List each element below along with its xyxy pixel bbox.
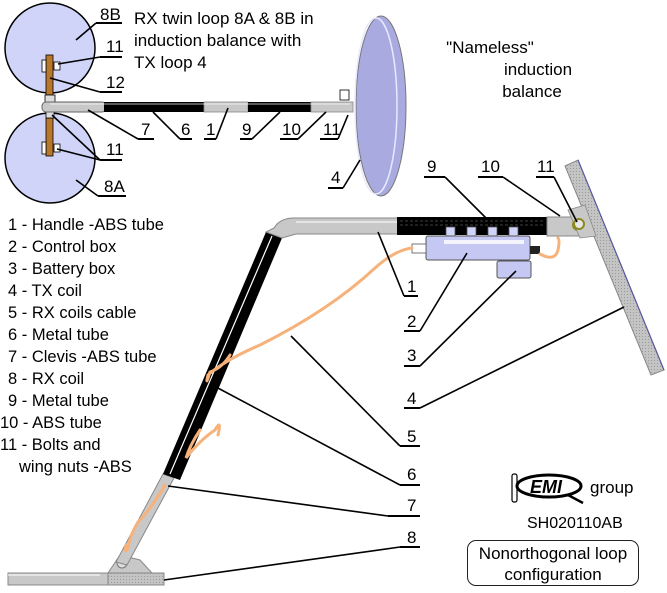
detector-side-view — [7, 159, 665, 586]
callout-8b: 8B — [100, 5, 121, 24]
tx-mount-bolt — [339, 89, 350, 101]
legend-item: 11 - Bolts and — [0, 436, 101, 454]
rx-title-line-1: RX twin loop 8A & 8B in — [134, 9, 314, 28]
shaft-metal-6 — [163, 232, 282, 480]
rx-title: RX twin loop 8A & 8B in induction balanc… — [134, 9, 314, 72]
callout-1: 1 — [206, 120, 215, 139]
nameless-title: "Nameless" induction balance — [446, 38, 572, 101]
callout-11-upper: 11 — [106, 37, 124, 56]
callout-4-top: 4 — [331, 168, 340, 187]
callout-9-main: 9 — [427, 157, 436, 176]
callout-8-main: 8 — [407, 528, 416, 547]
legend-item: wing nuts -ABS — [18, 458, 132, 476]
knob-1 — [445, 226, 456, 237]
logo-lens-icon — [515, 473, 583, 499]
legend-item: 3 - Battery box — [8, 260, 116, 278]
rx-title-line-3: TX loop 4 — [134, 53, 207, 72]
nameless-title-line-1: "Nameless" — [446, 38, 534, 57]
legend-item: 6 - Metal tube — [8, 326, 109, 344]
legend-item: 2 - Control box — [8, 238, 117, 256]
callout-5-main: 5 — [407, 427, 416, 446]
callout-4-main: 4 — [407, 389, 416, 408]
callout-11-lower: 11 — [106, 140, 124, 159]
logo-emi-text: EMI — [530, 477, 563, 497]
tx-coil-edge — [354, 17, 398, 195]
rx-title-line-2: induction balance with — [134, 31, 301, 50]
control-box-connector — [411, 243, 427, 254]
caption-box: Nonorthogonal loop configuration — [467, 540, 639, 586]
logo-group-text: group — [590, 478, 633, 497]
knob-2 — [466, 226, 477, 237]
shaft-metal-6 — [104, 102, 204, 112]
legend-item: 7 - Clevis -ABS tube — [8, 348, 157, 366]
top-callouts: 8B 11 12 11 8A 7 6 1 9 10 11 4 — [49, 5, 361, 197]
bolt-lower — [41, 141, 47, 155]
callout-11-main: 11 — [537, 157, 555, 176]
legend-item: 9 - Metal tube — [8, 392, 109, 410]
rod-12-upper — [45, 54, 54, 96]
knob-3 — [487, 226, 498, 237]
knob-4 — [508, 226, 519, 237]
callout-10: 10 — [282, 120, 301, 139]
tx-coil-side — [355, 15, 407, 197]
rod-12-lower — [45, 117, 54, 157]
legend-item: 1 - Handle -ABS tube — [8, 216, 164, 234]
caption-line-2: configuration — [504, 565, 602, 584]
shaft-metal-9 — [248, 102, 311, 112]
emi-logo: EMI group — [511, 473, 633, 505]
callout-9: 9 — [242, 120, 251, 139]
legend-item: 8 - RX coil — [8, 370, 84, 388]
bolt-upper-nut — [53, 61, 61, 71]
control-box — [425, 235, 531, 261]
battery-box — [496, 260, 532, 279]
nameless-title-line-2: induction — [504, 60, 572, 79]
callout-2-main: 2 — [407, 312, 416, 331]
callout-6-main: 6 — [407, 465, 416, 484]
caption-line-1: Nonorthogonal loop — [478, 544, 628, 563]
callout-3-main: 3 — [407, 346, 416, 365]
drawing-code: SH020110AB — [527, 515, 623, 532]
callout-11-tx-mount: 11 — [323, 120, 341, 139]
callout-7: 7 — [141, 120, 150, 139]
callout-7-main: 7 — [407, 496, 416, 515]
rx-coils-cable — [123, 236, 561, 553]
main-callouts: 9 10 11 1 2 3 4 5 6 7 8 — [163, 157, 625, 581]
legend-item: 4 - TX coil — [8, 282, 82, 300]
callout-12: 12 — [106, 73, 125, 92]
callout-6: 6 — [181, 120, 190, 139]
legend-item: 5 - RX coils cable — [8, 304, 136, 322]
bolt-upper — [41, 59, 47, 73]
parts-legend: 1 - Handle -ABS tube 2 - Control box 3 -… — [0, 216, 164, 476]
shaft-abs-10 — [310, 101, 354, 113]
legend-item: 10 - ABS tube — [0, 414, 102, 432]
rx-coil-8-housing — [107, 572, 165, 586]
control-box-plug — [530, 246, 540, 254]
bolt-lower-nut — [53, 143, 61, 153]
callout-1-main: 1 — [407, 277, 416, 296]
shaft-handle-bend — [264, 217, 399, 239]
nameless-title-line-3: balance — [502, 82, 562, 101]
callout-10-main: 10 — [481, 157, 500, 176]
callout-8a: 8A — [104, 177, 125, 196]
tx-coil-side — [564, 159, 665, 376]
